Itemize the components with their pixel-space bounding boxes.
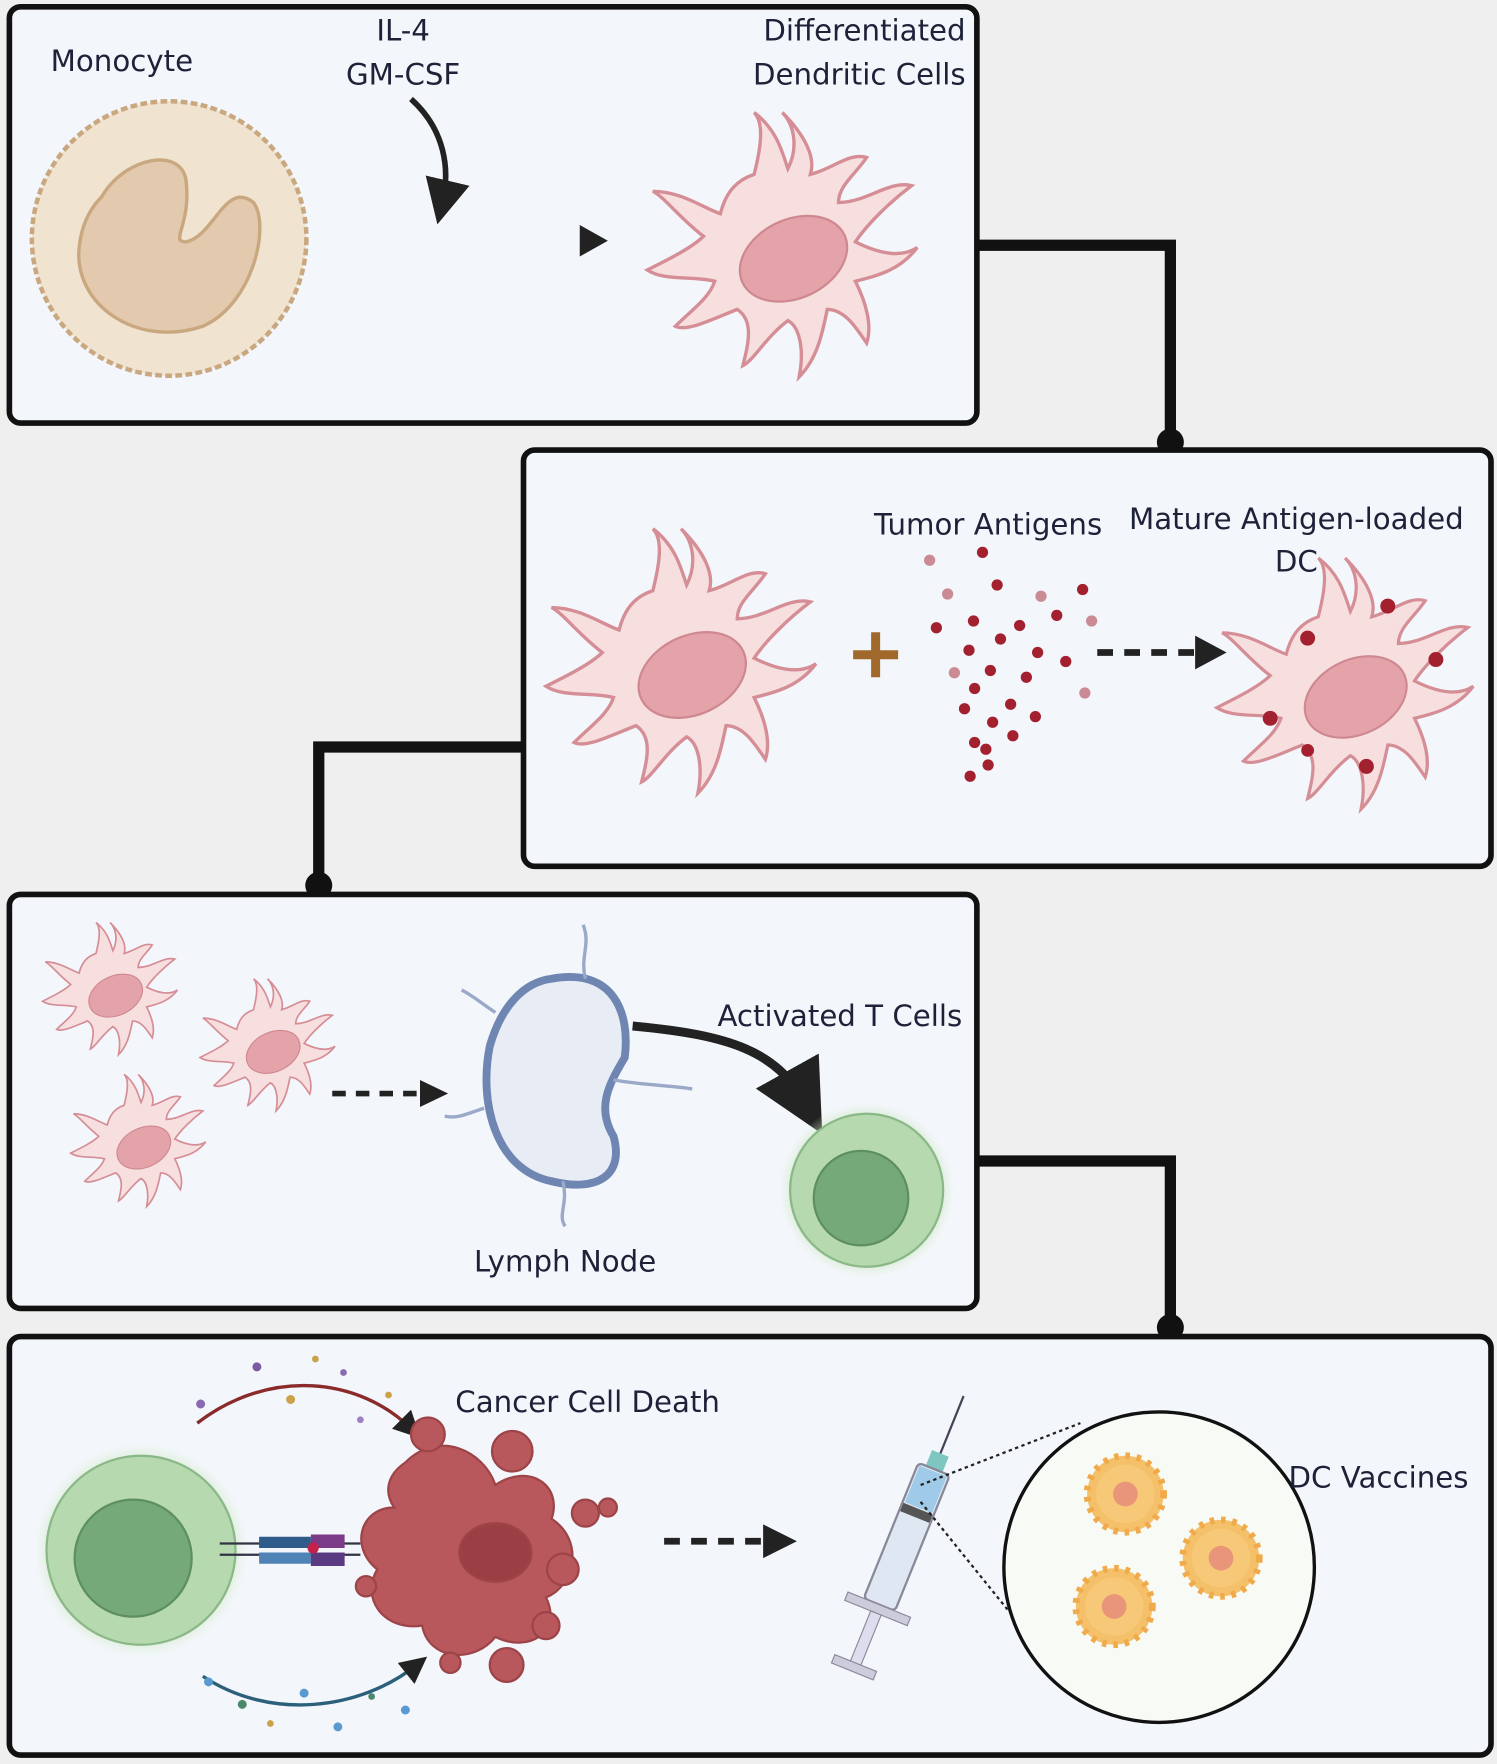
arrowhead	[420, 1080, 449, 1107]
activated-t-cells-label: Activated T Cells	[717, 999, 962, 1033]
plus-icon	[853, 632, 899, 678]
cancer-cell-death-label: Cancer Cell Death	[455, 1385, 720, 1419]
zoom-line	[920, 1422, 1081, 1487]
arrowhead	[763, 1524, 797, 1559]
mature-dc-label-2: DC	[1275, 545, 1318, 579]
activated-t-cell	[778, 1102, 955, 1278]
tumor-antigen-particles	[924, 546, 1098, 782]
dying-cancer-cell	[354, 1416, 618, 1683]
mature-dc-label-1: Mature Antigen-loaded	[1129, 502, 1464, 536]
panel-differentiation: Monocyte IL-4 GM-CSF Differentiated Dend…	[6, 3, 980, 426]
syringe-icon	[830, 1395, 965, 1681]
panel-t-cell-activation: Lymph Node Activated T Cells	[6, 891, 980, 1312]
t-cell	[34, 1443, 248, 1658]
connector-1-2	[976, 239, 1176, 437]
arrowhead	[1195, 635, 1227, 670]
activation-arrow	[632, 1021, 823, 1134]
cytokine-particles	[196, 1355, 410, 1732]
receptor-complex	[219, 1534, 361, 1566]
lymph-node-label: Lymph Node	[474, 1244, 656, 1278]
dc-vaccines-label: DC Vaccines	[1289, 1460, 1469, 1494]
panel-antigen-loading: Tumor Antigens Mature Antigen-loaded DC	[520, 447, 1494, 870]
vaccine-zoom-circle	[1002, 1410, 1317, 1725]
tumor-antigens-label: Tumor Antigens	[873, 507, 1102, 541]
lymph-vessels	[444, 924, 693, 1228]
lymph-node	[482, 973, 630, 1189]
il4-label: IL-4	[376, 14, 430, 48]
cytokine-arrow	[409, 96, 470, 225]
monocyte-label: Monocyte	[51, 44, 193, 78]
connector-3-4	[976, 1155, 1176, 1322]
cytokine-release-arrow-bottom	[201, 1656, 428, 1707]
zoom-line	[919, 1501, 1054, 1666]
connector-2-3	[313, 741, 524, 880]
panel-vaccine: Cancer Cell Death DC Vaccines	[6, 1333, 1494, 1758]
mature-antigen-loaded-dc	[1215, 556, 1475, 811]
gmcsf-label: GM-CSF	[346, 57, 460, 91]
cytokine-release-arrow-top	[196, 1384, 421, 1439]
differentiated-label: Differentiated	[763, 14, 965, 48]
arrowhead	[579, 225, 608, 257]
dendritic-cells-label: Dendritic Cells	[753, 57, 966, 91]
